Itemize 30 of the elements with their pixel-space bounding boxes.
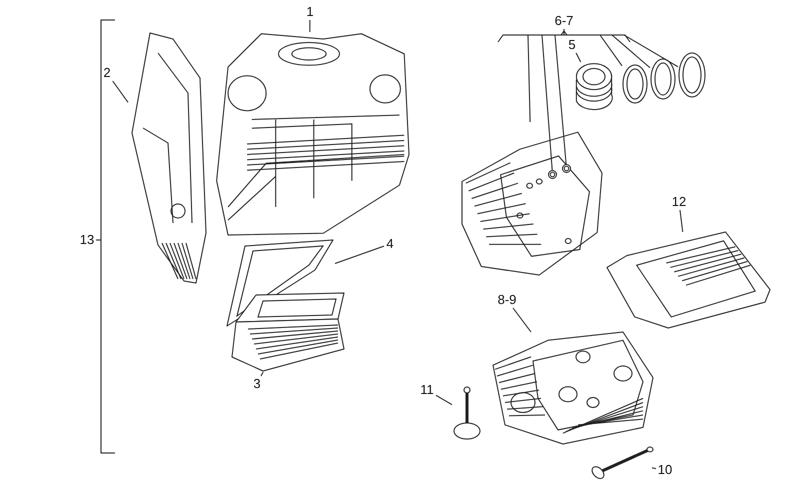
piston-ring-drawing [622, 64, 648, 104]
callout-number: 3 [251, 376, 263, 392]
callout-number: 12 [670, 194, 688, 210]
leader-line [512, 308, 532, 332]
callout-number: 6-7 [552, 13, 576, 29]
leader-line [309, 20, 310, 32]
valve-drawing [452, 386, 482, 441]
cylinder-head-drawing [493, 332, 653, 444]
callout-number: 5 [566, 37, 578, 53]
leader-line [112, 80, 128, 103]
callout-number: 1 [304, 4, 316, 20]
callout-number: 10 [656, 462, 674, 478]
piston-ring-drawing [678, 52, 706, 98]
stud-nut-drawing [548, 170, 556, 178]
callout-number: 8-9 [494, 292, 520, 308]
callout-number: 2 [101, 65, 113, 81]
stud-nut-drawing [562, 164, 570, 172]
callout-number: 4 [384, 236, 396, 252]
leader-line [576, 52, 582, 62]
callout-number: 11 [418, 382, 436, 398]
valve-cover-drawing [607, 232, 770, 328]
leader-line [436, 394, 452, 406]
bracket [498, 30, 630, 42]
callout-number: 13 [78, 232, 96, 248]
leader-line [334, 246, 384, 264]
leader-line [652, 467, 656, 470]
piston-ring-drawing [650, 58, 676, 100]
valve-drawing [590, 447, 652, 479]
leader-line [260, 372, 264, 376]
leader-line [680, 210, 684, 232]
